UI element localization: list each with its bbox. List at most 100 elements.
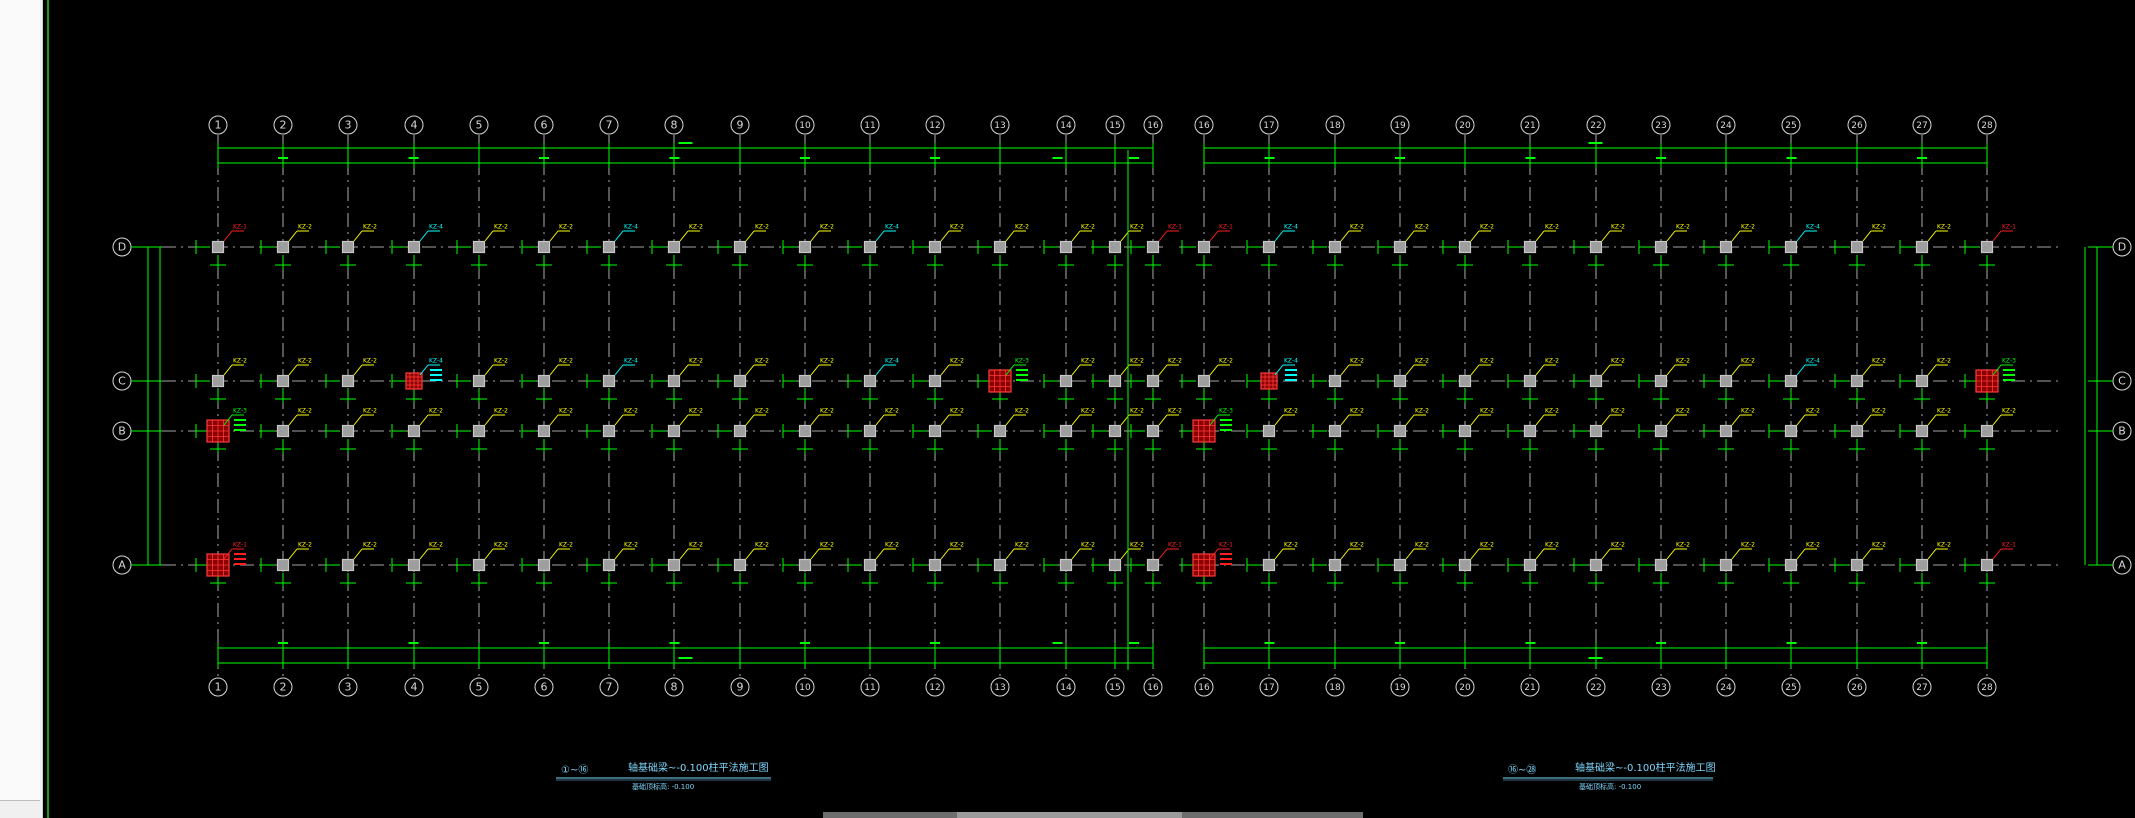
grid-bubble-label: 23 xyxy=(1655,683,1666,693)
column-tag: KZ-2 xyxy=(950,358,964,365)
column xyxy=(733,374,747,388)
column xyxy=(1980,424,1994,438)
grid-bubble-top: 2 xyxy=(273,115,293,135)
column xyxy=(1654,240,1668,254)
column-tag: KZ-2 xyxy=(1168,358,1182,365)
column xyxy=(1523,240,1537,254)
grid-bubble-bottom: 9 xyxy=(730,677,750,697)
grid-bubble-label: 14 xyxy=(1060,121,1072,131)
grid-bubble-top: 11 xyxy=(860,115,880,135)
cad-model-viewport[interactable] xyxy=(47,0,2135,818)
dimension-value-mark xyxy=(1129,157,1139,159)
dimension-value-mark xyxy=(1395,642,1405,644)
grid-bubble-bottom: 12 xyxy=(925,677,945,697)
horizontal-scrollbar-thumb[interactable] xyxy=(957,812,1182,818)
column xyxy=(537,240,551,254)
grid-bubble-label: A xyxy=(2118,559,2126,572)
column-tag: KZ-2 xyxy=(1350,358,1364,365)
column xyxy=(1146,374,1160,388)
dimension-value-mark xyxy=(669,157,680,159)
grid-bubble-top: 23 xyxy=(1651,115,1671,135)
column xyxy=(1458,558,1472,572)
column xyxy=(1850,240,1864,254)
grid-bubble-label: C xyxy=(2118,375,2126,388)
grid-bubble-label: 25 xyxy=(1785,683,1796,693)
column-tag: KZ-2 xyxy=(689,224,703,231)
dimension-value-mark xyxy=(1656,157,1666,159)
column xyxy=(798,240,812,254)
grid-bubble-label: 27 xyxy=(1916,121,1927,131)
dimension-value-mark xyxy=(1052,642,1063,644)
grid-bubble-label: D xyxy=(118,241,126,254)
column-tag-leader xyxy=(745,548,755,560)
column-tag-leader xyxy=(1666,364,1676,376)
column-tag: KZ-2 xyxy=(624,408,638,415)
grid-bubble-top: 25 xyxy=(1781,115,1801,135)
column-tag: KZ-2 xyxy=(1676,358,1690,365)
caption-subtitle: 基础顶标高: -0.100 xyxy=(632,782,694,791)
column-tag-leader xyxy=(1666,230,1676,242)
dimension-value-mark xyxy=(1786,157,1797,159)
column-tag: KZ-2 xyxy=(298,408,312,415)
column xyxy=(1262,558,1276,572)
grid-bubble-label: 26 xyxy=(1851,121,1863,131)
column-tag-leader xyxy=(1274,230,1284,242)
column-tag: KZ-2 xyxy=(2002,408,2016,415)
grid-bubble-bottom: 21 xyxy=(1520,677,1540,697)
grid-bubble-label: B xyxy=(118,425,126,438)
column-tag: KZ-2 xyxy=(1937,358,1951,365)
grid-bubble-label: 15 xyxy=(1109,683,1120,693)
column-tag-leader xyxy=(1158,548,1168,560)
column-tag: KZ-2 xyxy=(494,408,508,415)
left-tool-panel xyxy=(0,0,43,818)
column-reinforcement-note xyxy=(234,424,246,426)
grid-bubble-label: 13 xyxy=(994,683,1005,693)
grid-bubble-label: 5 xyxy=(476,119,483,132)
column xyxy=(602,424,616,438)
grid-bubble-label: 10 xyxy=(799,683,811,693)
column xyxy=(1393,424,1407,438)
grid-bubble-top: 13 xyxy=(990,115,1010,135)
column xyxy=(1915,558,1929,572)
column-tag-leader xyxy=(1274,414,1284,426)
column-tag: KZ-2 xyxy=(689,358,703,365)
column-tag-leader xyxy=(875,364,885,376)
column xyxy=(1980,240,1994,254)
column-tag: KZ-2 xyxy=(1015,224,1029,231)
column-tag: KZ-2 xyxy=(363,224,377,231)
grid-bubble-bottom: 28 xyxy=(1977,677,1997,697)
grid-bubble-top: 5 xyxy=(469,115,489,135)
column-tag: KZ-1 xyxy=(1219,542,1233,549)
column xyxy=(1719,240,1733,254)
grid-bubble-label: 17 xyxy=(1263,121,1274,131)
column xyxy=(276,240,290,254)
column xyxy=(1850,558,1864,572)
grid-bubble-label: 6 xyxy=(541,681,548,694)
column-tag-leader xyxy=(614,230,624,242)
column xyxy=(537,374,551,388)
column-tag: KZ-2 xyxy=(1081,408,1095,415)
column-tag-leader xyxy=(679,548,689,560)
column-tag-leader xyxy=(1862,230,1872,242)
grid-bubble-top: 22 xyxy=(1586,115,1606,135)
column-tag: KZ-2 xyxy=(298,224,312,231)
column xyxy=(667,424,681,438)
grid-bubble-top: 17 xyxy=(1259,115,1279,135)
column-reinforcement-note xyxy=(234,419,246,421)
grid-bubble-label: 15 xyxy=(1109,121,1120,131)
column-reinforcement-note xyxy=(430,369,442,371)
column-tag-leader xyxy=(1209,414,1219,426)
grid-bubble-top: 18 xyxy=(1325,115,1345,135)
column-reinforcement-note xyxy=(430,379,442,381)
column xyxy=(1523,374,1537,388)
column-tag-leader xyxy=(288,230,298,242)
grid-bubble-bottom: 16 xyxy=(1143,677,1163,697)
grid-bubble-label: 23 xyxy=(1655,121,1666,131)
column-tag: KZ-2 xyxy=(429,542,443,549)
grid-bubble-bottom: 17 xyxy=(1259,677,1279,697)
column-tag-leader xyxy=(679,414,689,426)
dimension-value-mark xyxy=(930,642,940,644)
column-tag-leader xyxy=(1862,548,1872,560)
caption-axis-range: ①~⑯ xyxy=(561,764,588,776)
